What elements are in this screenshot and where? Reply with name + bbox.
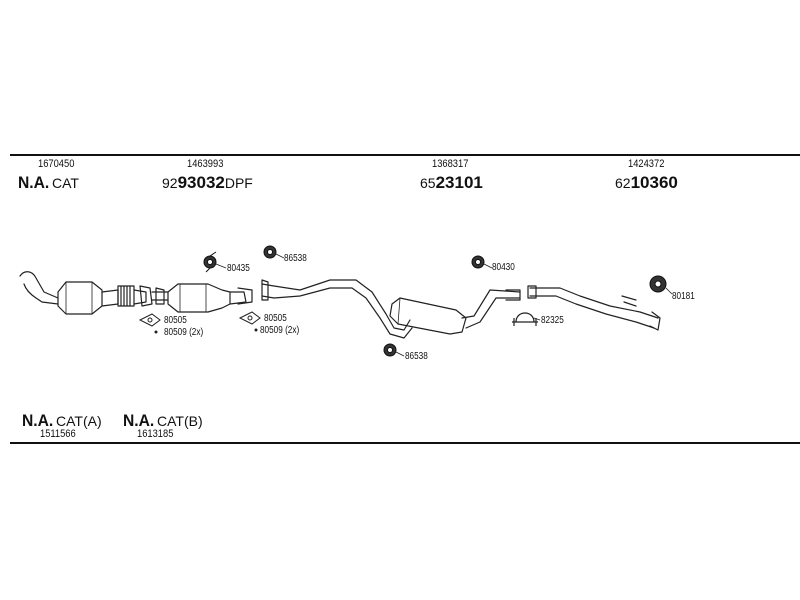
header-col2-main: 93032 xyxy=(177,173,225,192)
header-col4-part-number: 1424372 xyxy=(628,158,665,170)
header-col4-prefix: 62 xyxy=(615,175,631,191)
clamp-82325-icon xyxy=(512,312,538,326)
footer-b-bold: N.A. xyxy=(123,411,155,430)
footer-b-rest: CAT(B) xyxy=(157,413,203,429)
label-80509-a: 80509 (2x) xyxy=(164,327,204,338)
bolt-80509-b-icon xyxy=(254,328,258,332)
top-divider xyxy=(10,154,800,156)
middle-pipe xyxy=(261,279,413,339)
label-82325: 82325 xyxy=(541,315,564,326)
front-downpipe xyxy=(19,271,59,305)
footer-a-part-number: 1511566 xyxy=(40,428,76,440)
header-col2-part-number: 1463993 xyxy=(187,158,224,170)
label-86538-top: 86538 xyxy=(284,253,307,264)
header-col4-main: 10360 xyxy=(630,173,678,192)
dpf-unit xyxy=(167,283,231,313)
header-col1-rest: CAT xyxy=(52,175,79,191)
header-col2-suffix: DPF xyxy=(224,175,253,191)
footer-b-part-number: 1613185 xyxy=(137,428,174,440)
header-col2-title: 9293032DPF xyxy=(162,174,253,192)
catalytic-converter-a xyxy=(57,281,103,315)
label-86538-bottom: 86538 xyxy=(405,351,428,362)
footer-a-title: N.A.CAT(A) xyxy=(22,412,102,430)
header-col3-part-number: 1368317 xyxy=(432,158,469,170)
footer-b-title: N.A.CAT(B) xyxy=(123,412,203,430)
gasket-80505-b-icon xyxy=(238,311,261,325)
rear-pipe xyxy=(529,287,659,329)
label-80505-a: 80505 xyxy=(164,315,187,326)
label-80181: 80181 xyxy=(672,291,695,302)
middle-silencer xyxy=(389,297,467,335)
header-col3-title: 6523101 xyxy=(420,174,483,192)
header-col1-title: N.A.CAT xyxy=(18,174,79,192)
footer-a-bold: N.A. xyxy=(22,411,54,430)
header-col4-title: 6210360 xyxy=(615,174,678,192)
header-col2-prefix: 92 xyxy=(162,175,178,191)
header-col1-bold: N.A. xyxy=(18,173,50,192)
flex-section xyxy=(117,285,135,307)
bolt-80509-a-icon xyxy=(154,330,158,334)
header-col3-main: 23101 xyxy=(435,173,483,192)
label-80430: 80430 xyxy=(492,262,515,273)
gasket-80505-a-icon xyxy=(138,313,161,327)
label-80435: 80435 xyxy=(227,263,250,274)
header-col1-part-number: 1670450 xyxy=(38,158,75,170)
header-col3-prefix: 65 xyxy=(420,175,436,191)
label-80505-b: 80505 xyxy=(264,313,287,324)
footer-a-rest: CAT(A) xyxy=(56,413,102,429)
bottom-divider xyxy=(10,442,800,444)
label-80509-b: 80509 (2x) xyxy=(260,325,300,336)
